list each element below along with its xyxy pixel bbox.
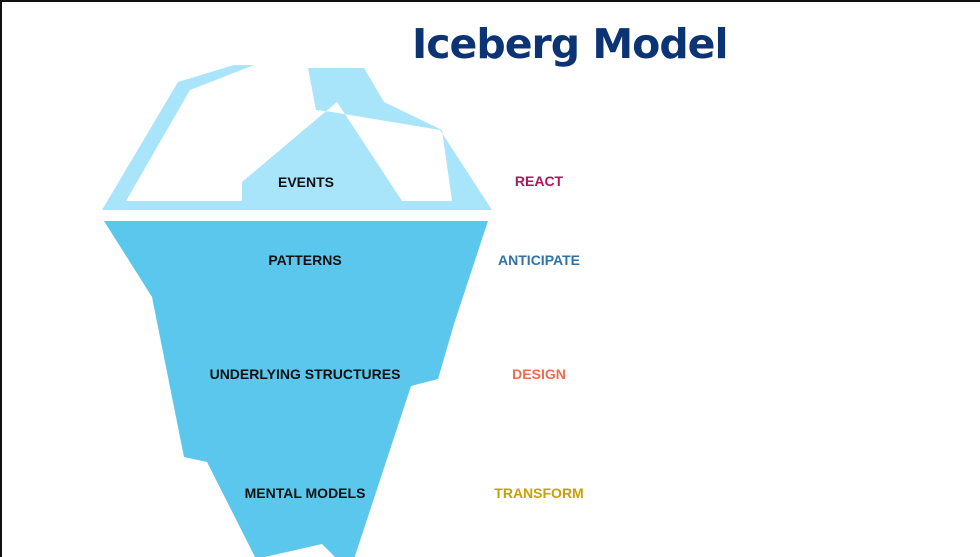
action-label-react: REACT bbox=[514, 173, 564, 189]
action-label-transform: TRANSFORM bbox=[494, 485, 584, 501]
iceberg-tip bbox=[102, 65, 492, 210]
layer-label-mental-models: MENTAL MODELS bbox=[244, 485, 366, 501]
layer-label-underlying-structures: UNDERLYING STRUCTURES bbox=[209, 366, 401, 382]
layer-label-patterns: PATTERNS bbox=[268, 252, 342, 268]
page-title: Iceberg Model bbox=[412, 20, 729, 68]
iceberg-body bbox=[104, 221, 488, 557]
action-label-anticipate: ANTICIPATE bbox=[498, 252, 580, 268]
layer-label-events: EVENTS bbox=[277, 174, 335, 190]
action-label-design: DESIGN bbox=[512, 366, 566, 382]
